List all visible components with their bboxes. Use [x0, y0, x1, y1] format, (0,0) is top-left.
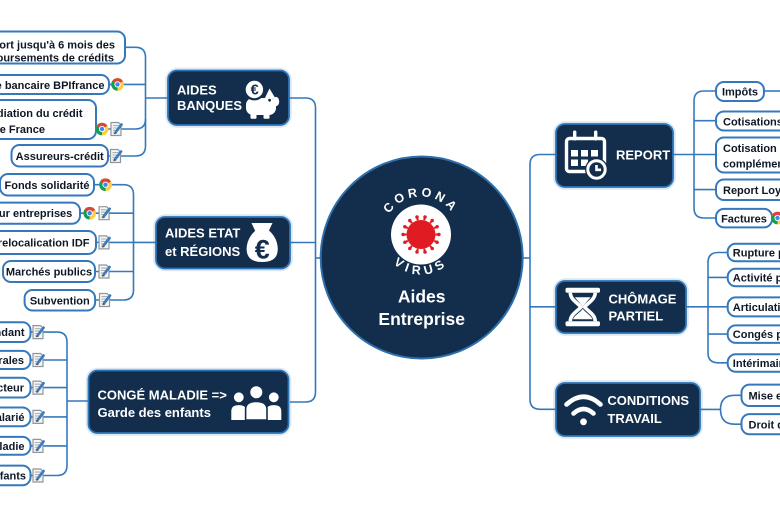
svg-text:BANQUES: BANQUES	[177, 98, 242, 113]
svg-text:Aides: Aides	[398, 286, 446, 306]
svg-text:Aides pour entreprises: Aides pour entreprises	[0, 208, 72, 220]
svg-text:Marchés publics: Marchés publics	[6, 267, 92, 279]
svg-text:€: €	[251, 83, 259, 99]
svg-text:Report Loyers: Report Loyers	[723, 185, 780, 197]
svg-text:AIDES: AIDES	[177, 82, 217, 97]
svg-text:Impôts: Impôts	[722, 87, 758, 99]
svg-text:Arrêt maladie: Arrêt maladie	[0, 441, 25, 453]
svg-text:Entreprise: Entreprise	[378, 309, 465, 329]
svg-text:Subvention: Subvention	[30, 295, 90, 307]
svg-text:Assureurs-crédit: Assureurs-crédit	[16, 151, 104, 163]
svg-text:complémentaire: complémentaire	[723, 158, 780, 170]
svg-text:REPORT: REPORT	[616, 148, 670, 163]
svg-text:Mise en place: Mise en place	[749, 391, 780, 403]
svg-text:Intérimaires: Intérimaires	[733, 358, 780, 370]
svg-text:remboursements de crédits: remboursements de crédits	[0, 53, 114, 65]
svg-text:CONDITIONS: CONDITIONS	[607, 393, 689, 408]
svg-text:CONGÉ MALADIE =>: CONGÉ MALADIE =>	[98, 387, 228, 402]
svg-text:Fonds solidarité: Fonds solidarité	[5, 180, 90, 192]
svg-text:Indépendant: Indépendant	[0, 327, 25, 339]
svg-text:Médiation du crédit: Médiation du crédit	[0, 108, 83, 120]
svg-text:Cotisations sociales: Cotisations sociales	[723, 116, 780, 128]
svg-text:Acteur: Acteur	[0, 383, 25, 395]
svg-text:CHÔMAGE: CHÔMAGE	[609, 291, 677, 306]
svg-text:€: €	[255, 234, 270, 264]
svg-text:et RÉGIONS: et RÉGIONS	[165, 244, 240, 259]
svg-text:AIDES ETAT: AIDES ETAT	[165, 226, 240, 241]
svg-text:Parent salarié: Parent salarié	[0, 412, 25, 424]
svg-text:Rupture période essai: Rupture période essai	[733, 248, 780, 260]
svg-text:Banque de France: Banque de France	[0, 124, 45, 136]
svg-text:Report jusqu'à 6 mois des: Report jusqu'à 6 mois des	[0, 40, 115, 52]
svg-text:Congés payés: Congés payés	[733, 329, 780, 341]
svg-text:Activité partielle: Activité partielle	[733, 273, 780, 285]
svg-text:Fonds relocalication IDF: Fonds relocalication IDF	[0, 238, 90, 250]
svg-text:Garantie bancaire BPIfrance: Garantie bancaire BPIfrance	[0, 80, 105, 92]
svg-text:Articulation AT/MP: Articulation AT/MP	[733, 302, 780, 314]
svg-text:Factures: Factures	[721, 214, 767, 226]
svg-text:Mesures générales: Mesures générales	[0, 355, 24, 367]
svg-text:Garde d'enfants: Garde d'enfants	[0, 470, 26, 482]
svg-text:PARTIEL: PARTIEL	[609, 308, 664, 323]
svg-text:TRAVAIL: TRAVAIL	[607, 411, 661, 426]
svg-text:Garde des enfants: Garde des enfants	[98, 405, 211, 420]
svg-text:Droit de retrait: Droit de retrait	[749, 420, 780, 432]
svg-text:Cotisation Retraite: Cotisation Retraite	[723, 143, 780, 155]
